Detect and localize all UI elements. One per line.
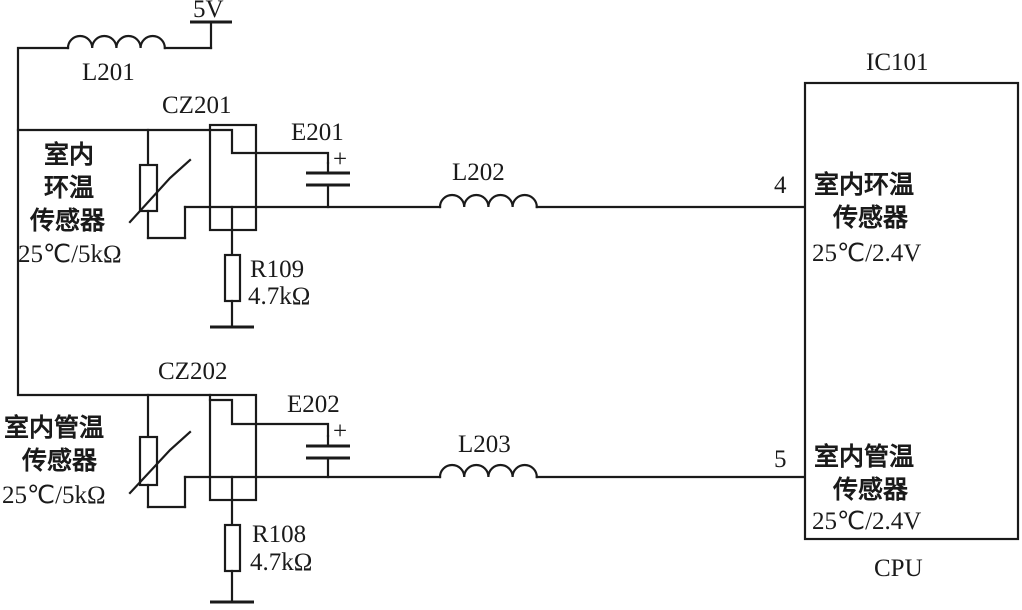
inductor-l202-label: L202 — [452, 159, 505, 186]
ic-pin-4-voltage: 25℃/2.4V — [812, 240, 921, 267]
resistor-r109 — [210, 228, 254, 329]
ic-pin-5-number: 5 — [774, 446, 787, 473]
ic-pin-5-label-line-1: 室内管温 — [814, 442, 914, 471]
connector-cz201-label: CZ201 — [162, 92, 231, 119]
inductor-l203 — [438, 463, 807, 479]
inductor-l202 — [438, 193, 807, 209]
room-sensor-label-line-1: 室内 — [44, 140, 94, 169]
capacitor-e202-label: E202 — [287, 391, 340, 418]
ic101-box — [803, 81, 1020, 541]
pipe-sensor-label-line-1: 室内管温 — [4, 413, 104, 442]
ic101-label: IC101 — [866, 49, 929, 76]
pipe-sensor-rating: 25℃/5kΩ — [2, 482, 106, 509]
inductor-l203-label: L203 — [458, 431, 511, 458]
inductor-l201 — [66, 34, 166, 50]
ic-pin-5-voltage: 25℃/2.4V — [812, 508, 921, 535]
supply-5v — [190, 20, 232, 50]
resistor-r109-name: R109 — [250, 256, 304, 283]
room-sensor-rating: 25℃/5kΩ — [18, 241, 122, 268]
capacitor-e201 — [306, 161, 350, 209]
supply-feed-wire — [16, 46, 213, 397]
connector-cz202 — [208, 393, 442, 502]
capacitor-e202 — [306, 434, 350, 479]
connector-cz202-label: CZ202 — [158, 358, 227, 385]
capacitor-e202-polarity: + — [333, 418, 347, 445]
inductor-l201-label: L201 — [82, 59, 135, 86]
resistor-r108-name: R108 — [252, 521, 306, 548]
cpu-label: CPU — [874, 555, 923, 582]
pipe-sensor-label-line-2: 传感器 — [21, 446, 98, 475]
ic-pin-4-label-line-1: 室内环温 — [814, 170, 914, 199]
thermistor-pipe-sensor — [128, 393, 212, 509]
supply-5v-label: 5V — [193, 0, 224, 23]
resistor-r109-value: 4.7kΩ — [248, 283, 310, 310]
resistor-r108-value: 4.7kΩ — [250, 549, 312, 576]
connector-cz201 — [208, 123, 442, 232]
thermistor-room-sensor — [128, 128, 212, 240]
resistor-r108 — [210, 498, 254, 604]
capacitor-e201-label: E201 — [291, 119, 344, 146]
room-sensor-label-line-3: 传感器 — [29, 206, 106, 235]
ic-pin-4-number: 4 — [774, 172, 787, 199]
ic-pin-4-label-line-2: 传感器 — [832, 203, 909, 232]
capacitor-e201-polarity: + — [333, 146, 347, 173]
room-sensor-label-line-2: 环温 — [44, 173, 94, 202]
ic-pin-5-label-line-2: 传感器 — [832, 475, 909, 504]
